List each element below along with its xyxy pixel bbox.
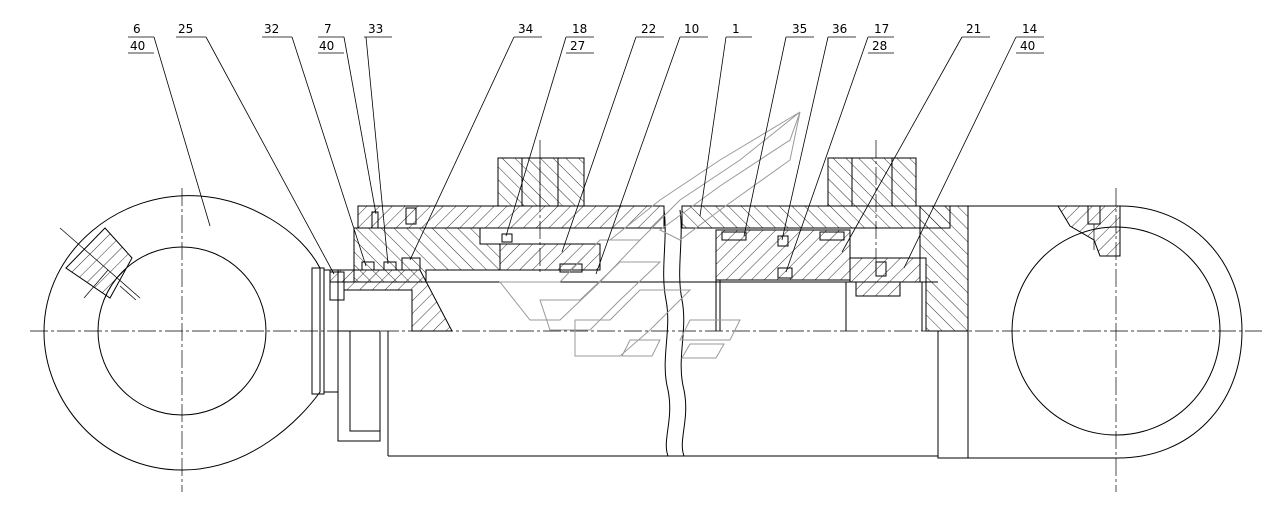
callout-10-label: 10 <box>684 22 699 36</box>
callout-18: 18 27 <box>505 22 594 237</box>
callout-32-label: 32 <box>264 22 279 36</box>
callout-35-label: 35 <box>792 22 807 36</box>
callout-10: 10 <box>595 22 708 275</box>
callout-14: 14 40 <box>903 22 1044 269</box>
callout-21: 21 <box>841 22 990 253</box>
callout-21-label: 21 <box>966 22 981 36</box>
left-rod-eye <box>43 195 339 471</box>
callout-1-label: 1 <box>732 22 740 36</box>
callout-35: 35 <box>743 22 814 237</box>
callout-36: 36 <box>781 22 856 241</box>
piston-rod <box>337 209 938 457</box>
callout-1: 1 <box>699 22 752 217</box>
callout-6-label: 6 <box>133 22 141 36</box>
callout-25: 25 <box>176 22 335 275</box>
callout-25-label: 25 <box>178 22 193 36</box>
center-lines <box>30 140 1262 492</box>
callout-22-label: 22 <box>641 22 656 36</box>
callout-32: 32 <box>262 22 367 267</box>
piston-section <box>715 157 969 332</box>
callout-34-label: 34 <box>518 22 533 36</box>
callout-7-label: 7 <box>324 22 332 36</box>
watermark <box>498 111 801 359</box>
callout-7-sub: 40 <box>319 39 334 53</box>
callout-33-label: 33 <box>368 22 383 36</box>
callout-14-sub: 40 <box>1020 39 1035 53</box>
callout-36-label: 36 <box>832 22 847 36</box>
callout-14-label: 14 <box>1022 22 1037 36</box>
callout-18-label: 18 <box>572 22 587 36</box>
callout-33: 33 <box>364 22 392 265</box>
callout-7: 7 40 <box>318 22 377 215</box>
callout-17-sub: 28 <box>872 39 887 53</box>
callouts: 6 40 25 32 7 40 33 <box>128 22 1044 275</box>
callout-6-sub: 40 <box>130 39 145 53</box>
callout-18-sub: 27 <box>570 39 585 53</box>
callout-6: 6 40 <box>128 22 211 227</box>
callout-17-label: 17 <box>874 22 889 36</box>
callout-34: 34 <box>409 22 542 261</box>
callout-22: 22 <box>561 22 664 253</box>
right-clevis-eye <box>937 205 1243 459</box>
callout-17: 17 28 <box>785 22 894 273</box>
